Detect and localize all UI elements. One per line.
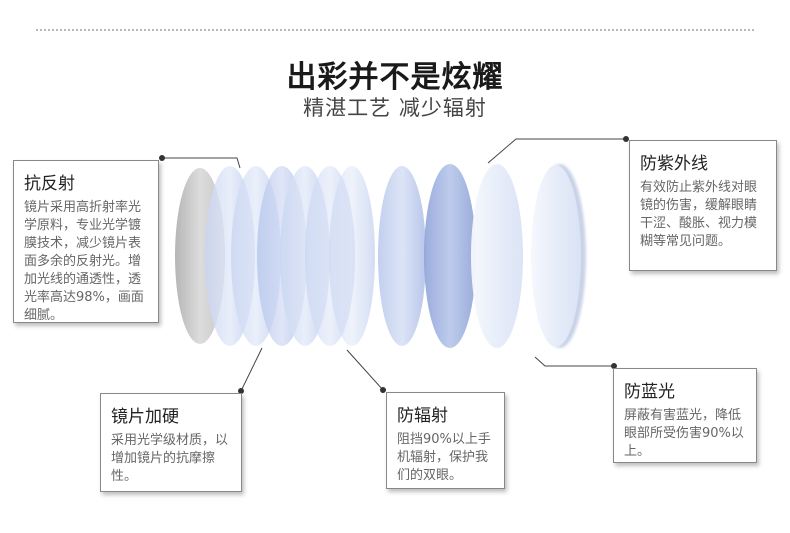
callout-hardening: 镜片加硬 采用光学级材质，以增加镜片的抗摩擦性。 — [100, 393, 242, 492]
page-subtitle: 精湛工艺 减少辐射 — [303, 96, 487, 120]
callout-radiation-body: 阻挡90%以上手机辐射，保护我们的双眼。 — [397, 432, 491, 483]
callout-uv: 防紫外线 有效防止紫外线对眼镜的伤害，缓解眼睛干涩、酸胀、视力模糊等常见问题。 — [629, 140, 777, 271]
connector-uv — [487, 138, 626, 164]
connector-blue-light — [534, 356, 614, 367]
callout-uv-title: 防紫外线 — [640, 154, 708, 174]
lens-layer-7 — [378, 166, 426, 346]
lens-layer-clear-2-face — [531, 165, 581, 347]
callout-uv-body: 有效防止紫外线对眼镜的伤害，缓解眼睛干涩、酸胀、视力模糊等常见问题。 — [640, 180, 758, 249]
callout-anti-reflection-body: 镜片采用高折射率光学原料，专业光学镀膜技术，减少镜片表面多余的反射光。增加光线的… — [24, 200, 144, 323]
callout-hardening-title: 镜片加硬 — [111, 407, 179, 427]
callout-hardening-body: 采用光学级材质，以增加镜片的抗摩擦性。 — [111, 433, 229, 484]
connector-dot-hardening — [238, 388, 244, 394]
page-title: 出彩并不是炫耀 — [286, 60, 504, 95]
dotted-divider — [36, 29, 754, 31]
callout-blue-light: 防蓝光 屏蔽有害蓝光，降低眼部所受伤害90%以上。 — [613, 368, 757, 463]
connector-dot-uv — [623, 136, 629, 142]
connector-dot-radiation — [380, 387, 386, 393]
connector-dot-anti-reflection — [159, 155, 165, 161]
connector-hardening — [240, 347, 263, 392]
lens-layer-deep — [424, 164, 476, 348]
callout-blue-light-title: 防蓝光 — [624, 382, 675, 402]
connector-dot-blue-light — [611, 363, 617, 369]
callout-radiation: 防辐射 阻挡90%以上手机辐射，保护我们的双眼。 — [386, 392, 505, 489]
lens-layer-6 — [329, 166, 375, 346]
lens-layer-clear-1 — [471, 164, 523, 348]
callout-blue-light-body: 屏蔽有害蓝光，降低眼部所受伤害90%以上。 — [624, 408, 744, 459]
connector-anti-reflection — [162, 157, 241, 169]
callout-anti-reflection: 抗反射 镜片采用高折射率光学原料，专业光学镀膜技术，减少镜片表面多余的反射光。增… — [13, 160, 159, 323]
callout-anti-reflection-title: 抗反射 — [24, 174, 75, 194]
callout-radiation-title: 防辐射 — [397, 406, 448, 426]
connector-radiation — [346, 349, 384, 391]
